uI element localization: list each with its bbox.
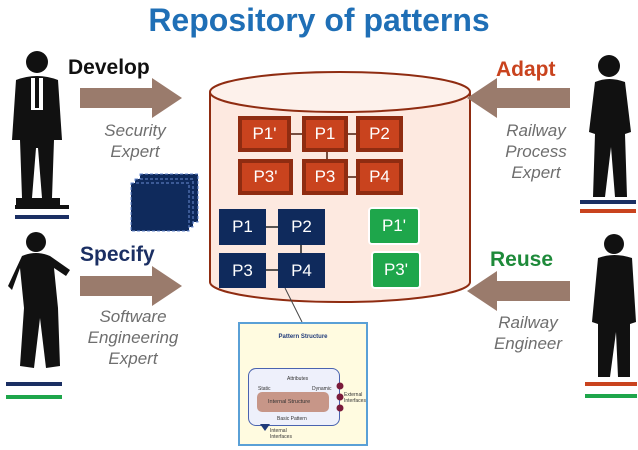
adapt-arrow-icon <box>467 78 570 118</box>
pattern-box: P1 <box>302 116 348 152</box>
pattern-box: P1 <box>219 209 266 245</box>
railway-engineer-silhouette-icon <box>592 234 636 377</box>
external-interface-dots <box>336 382 344 412</box>
adapt-label: Adapt <box>496 58 556 81</box>
internal-structure-box <box>257 392 329 412</box>
security-expert-silhouette-icon <box>12 51 62 206</box>
pattern-box: P1' <box>368 207 420 245</box>
internal-interface-marker <box>260 424 270 431</box>
external-interfaces-label: External Interfaces <box>344 392 366 404</box>
pattern-box: P2 <box>356 116 403 152</box>
railway-process-expert-label: Railway Process Expert <box>505 121 567 182</box>
pattern-box: P4 <box>278 253 325 288</box>
static-label: Static <box>258 386 271 392</box>
pattern-stack-icon <box>130 173 199 232</box>
attributes-label: Attributes <box>287 376 309 382</box>
pattern-structure-panel: Pattern Structure Attributes Static Dyna… <box>238 322 368 446</box>
railway-process-expert-silhouette-icon <box>589 55 631 197</box>
pattern-box: P4 <box>356 159 403 195</box>
basic-pattern-label: Basic Pattern <box>277 416 307 422</box>
reuse-arrow-icon <box>467 271 570 311</box>
internal-interfaces-label: Internal Interfaces <box>270 428 292 440</box>
software-engineering-expert-silhouette-icon <box>8 232 70 368</box>
software-engineering-expert-label: Software Engineering Expert <box>87 307 179 368</box>
railway-engineer-label: Railway Engineer <box>493 313 563 353</box>
develop-label: Develop <box>68 56 150 79</box>
pattern-box: P3 <box>219 253 266 288</box>
software-engineering-expert-color-bars <box>6 382 62 399</box>
pattern-box: P2 <box>278 209 325 245</box>
internal-structure-label: Internal Structure <box>268 399 311 405</box>
specify-label: Specify <box>80 243 155 266</box>
dynamic-label: Dynamic <box>312 386 332 392</box>
specify-arrow-icon <box>80 266 182 306</box>
security-expert-label: Security Expert <box>104 121 166 161</box>
pattern-structure-title: Pattern Structure <box>278 334 328 340</box>
pattern-box: P3' <box>238 159 293 195</box>
pattern-box: P3 <box>302 159 348 195</box>
pattern-box: P3' <box>371 251 421 289</box>
pattern-box: P1' <box>238 116 291 152</box>
page-title: Repository of patterns <box>148 2 490 38</box>
develop-arrow-icon <box>80 78 182 118</box>
reuse-label: Reuse <box>490 248 554 271</box>
railway-engineer-color-bars <box>585 382 637 398</box>
security-expert-color-bars <box>15 205 69 219</box>
railway-process-expert-color-bars <box>580 200 636 213</box>
